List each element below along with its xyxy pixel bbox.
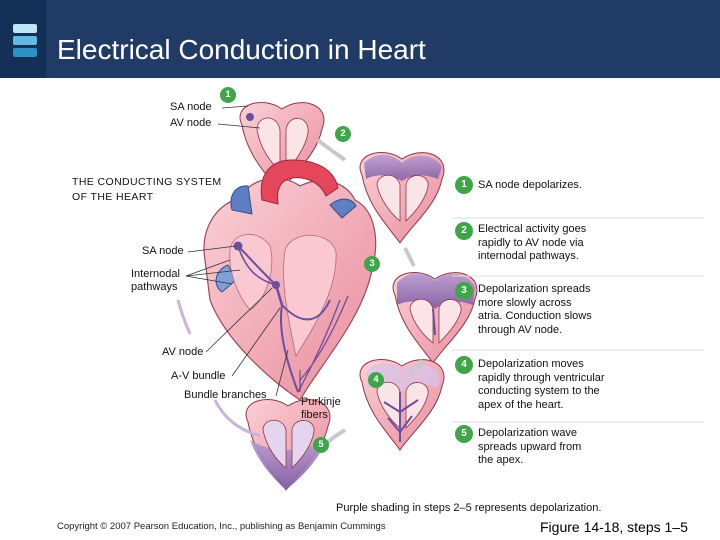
label-sa-node-top: SA node [170,101,212,113]
step-badge-4: 4 [455,356,473,374]
diagram-step-badge-4: 4 [368,372,384,388]
page-title: Electrical Conduction in Heart [57,34,426,65]
label-av-node: AV node [162,346,204,358]
label-sa-node: SA node [142,245,184,257]
step-text-5: Depolarization wave spreads upward from … [478,427,582,466]
label-bundle-branches: Bundle branches [184,389,267,401]
figure-number: Figure 14-18, steps 1–5 [540,519,688,535]
diagram-step-badge-2: 2 [335,126,351,142]
header-bar [0,0,720,78]
arrow-4-5 [324,428,347,446]
heart-step-1 [239,101,325,194]
label-av-node-top: AV node [170,117,212,129]
diagram-step-badge-5: 5 [313,437,329,453]
copyright-notice: Copyright © 2007 Pearson Education, Inc.… [57,521,386,532]
heart-step-5 [245,398,331,491]
step-text-1: SA node depolarizes. [478,179,582,191]
arrow-2-3 [403,247,416,267]
leader-lines [185,105,301,397]
arrow-3-4 [408,359,424,378]
label-internodal-pathways: Internodal pathways [131,268,180,293]
step-badge-3: 3 [455,282,473,300]
large-heart-illustration [203,159,377,401]
diagram-step-badge-3: 3 [364,256,380,272]
step-badge-2: 2 [455,222,473,240]
diagram-step-badge-1: 1 [220,87,236,103]
label-av-bundle: A-V bundle [171,370,226,382]
logo-stack-icon [13,24,37,60]
conducting-system-title: THE CONDUCTING SYSTEM OF THE HEART [72,176,222,203]
label-purkinje-fibers: Purkinje fibers [301,396,341,421]
arrow-1-2 [316,138,347,162]
figure-caption: Purple shading in steps 2–5 represents d… [336,502,602,514]
step-text-3: Depolarization spreads more slowly acros… [478,283,592,336]
step-badge-1: 1 [455,176,473,194]
heart-step-2 [359,151,445,244]
step-text-2: Electrical activity goes rapidly to AV n… [478,223,587,262]
step-badge-5: 5 [455,425,473,443]
step-text-4: Depolarization moves rapidly through ven… [478,358,605,411]
